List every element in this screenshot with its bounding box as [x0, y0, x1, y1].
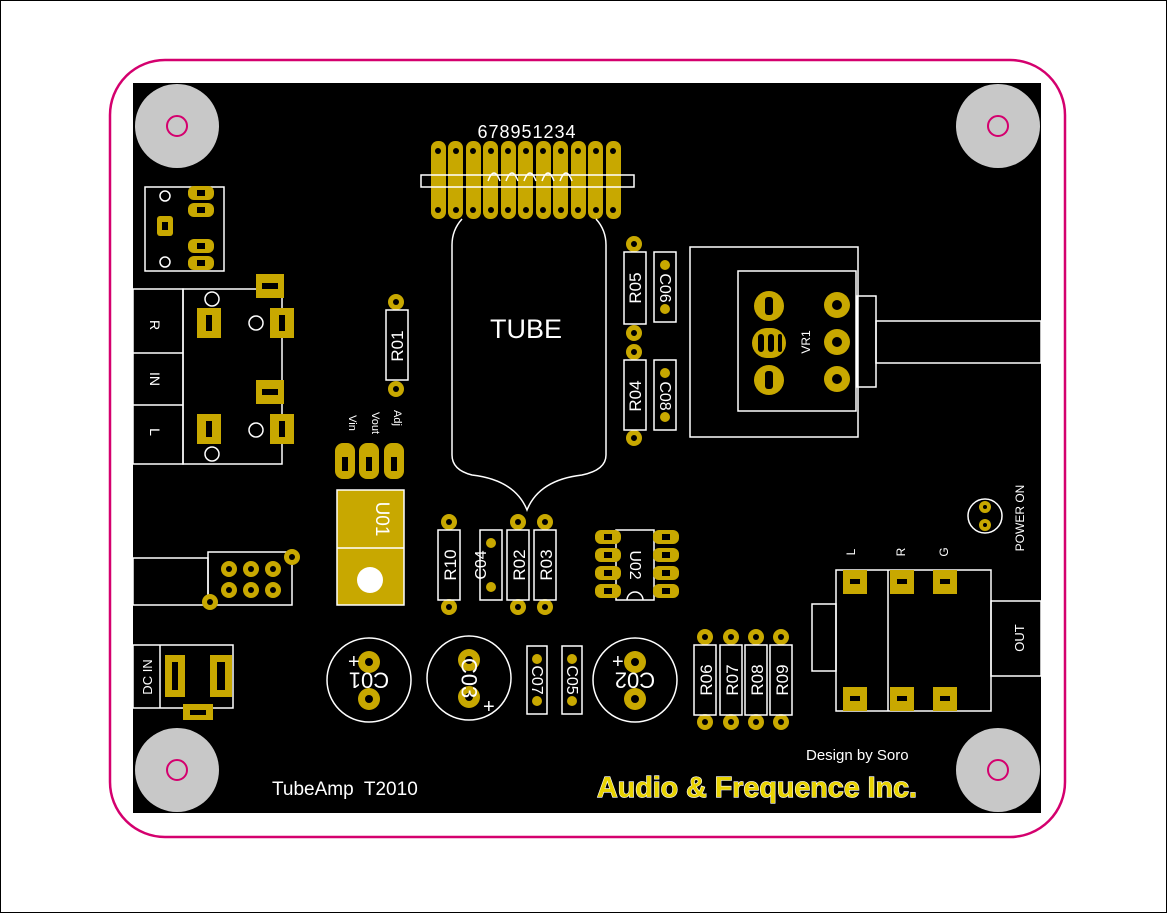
- power-on-label: POWER ON: [1013, 485, 1027, 552]
- capacitor-c01-label: C01: [349, 668, 389, 693]
- output-jack-l-label: L: [844, 548, 858, 555]
- resistor-r06-label: R06: [697, 664, 716, 695]
- resistor-r07: [719, 629, 743, 730]
- output-jack-out-label: OUT: [1012, 624, 1027, 652]
- mount-hole-bottom-right: [956, 728, 1040, 812]
- output-jack-r-label: R: [894, 547, 908, 556]
- capacitor-c05: [561, 645, 583, 715]
- tube-label: TUBE: [490, 314, 562, 344]
- power-on-led: [967, 498, 1003, 534]
- mount-hole-bottom-left: [135, 728, 219, 812]
- capacitor-c06-label: C06: [656, 273, 673, 302]
- company-logo-text: Audio & Frequence Inc.: [597, 772, 917, 804]
- switch-component: [144, 186, 225, 272]
- resistor-r08: [744, 629, 768, 730]
- resistor-r09-label: R09: [773, 664, 792, 695]
- capacitor-c02: [592, 637, 678, 723]
- mount-hole-top-right: [956, 84, 1040, 168]
- header-pin-numbers: 678951234: [477, 122, 576, 142]
- capacitor-c04-label: C04: [473, 550, 490, 579]
- resistor-r01-label: R01: [388, 330, 407, 361]
- input-jack-in-label: IN: [147, 372, 163, 386]
- input-jack-r-label: R: [147, 320, 163, 330]
- capacitor-c08-label: C08: [656, 381, 673, 410]
- capacitor-c05-label: C05: [563, 665, 580, 694]
- dc-in-label: DC IN: [140, 659, 155, 694]
- u01-pin-vout: Vout: [369, 412, 381, 434]
- capacitor-c02-label: C02: [615, 668, 655, 693]
- resistor-r05-label: R05: [626, 272, 645, 303]
- resistor-r03: [533, 514, 557, 615]
- resistor-r02: [506, 514, 530, 615]
- capacitor-c04: [479, 529, 503, 601]
- capacitor-c01: [326, 637, 412, 723]
- resistor-r05: [623, 236, 647, 341]
- capacitor-c08: [653, 359, 677, 431]
- resistor-r08-label: R08: [748, 664, 767, 695]
- u01-pin-adj: Adj: [391, 410, 403, 426]
- resistor-r03-label: R03: [537, 549, 556, 580]
- board-body: [133, 83, 1041, 813]
- resistor-r01: [385, 294, 409, 397]
- u02-label: U02: [626, 550, 643, 579]
- capacitor-c03-label: C03: [457, 658, 482, 698]
- capacitor-c06: [653, 251, 677, 323]
- c03-plus: +: [483, 696, 495, 718]
- resistor-r07-label: R07: [723, 664, 742, 695]
- resistor-r04-label: R04: [626, 380, 645, 411]
- resistor-r10-label: R10: [441, 549, 460, 580]
- designer-credit: Design by Soro: [806, 747, 909, 764]
- resistor-r02-label: R02: [510, 549, 529, 580]
- capacitor-c07: [526, 645, 548, 715]
- input-jack-l-label: L: [147, 428, 163, 436]
- resistor-r09: [769, 629, 793, 730]
- output-jack: [811, 569, 1042, 712]
- output-jack-g-label: G: [937, 547, 951, 556]
- dc-connector: [132, 549, 300, 610]
- potentiometer-vr1: [689, 246, 1042, 438]
- regulator-u01: [335, 443, 405, 606]
- u01-pin-vin: Vin: [346, 415, 358, 431]
- capacitor-c07-label: C07: [528, 665, 545, 694]
- input-jack: [132, 274, 294, 465]
- dc-in-jack: [132, 644, 234, 720]
- mount-hole-top-left: [135, 84, 219, 168]
- tube-header: [420, 141, 635, 219]
- u01-label: U01: [371, 502, 392, 537]
- resistor-r06: [693, 629, 717, 730]
- tube-outline: [451, 218, 607, 513]
- c02-plus: +: [612, 651, 624, 673]
- ic-u02: [595, 529, 679, 601]
- capacitor-c03: [426, 635, 512, 721]
- resistor-r04: [623, 344, 647, 446]
- model-label: TubeAmp T2010: [272, 779, 418, 800]
- resistor-r10: [437, 514, 461, 615]
- board-outline: [108, 58, 1067, 839]
- vr1-label: VR1: [799, 330, 813, 354]
- c01-plus: +: [348, 651, 360, 673]
